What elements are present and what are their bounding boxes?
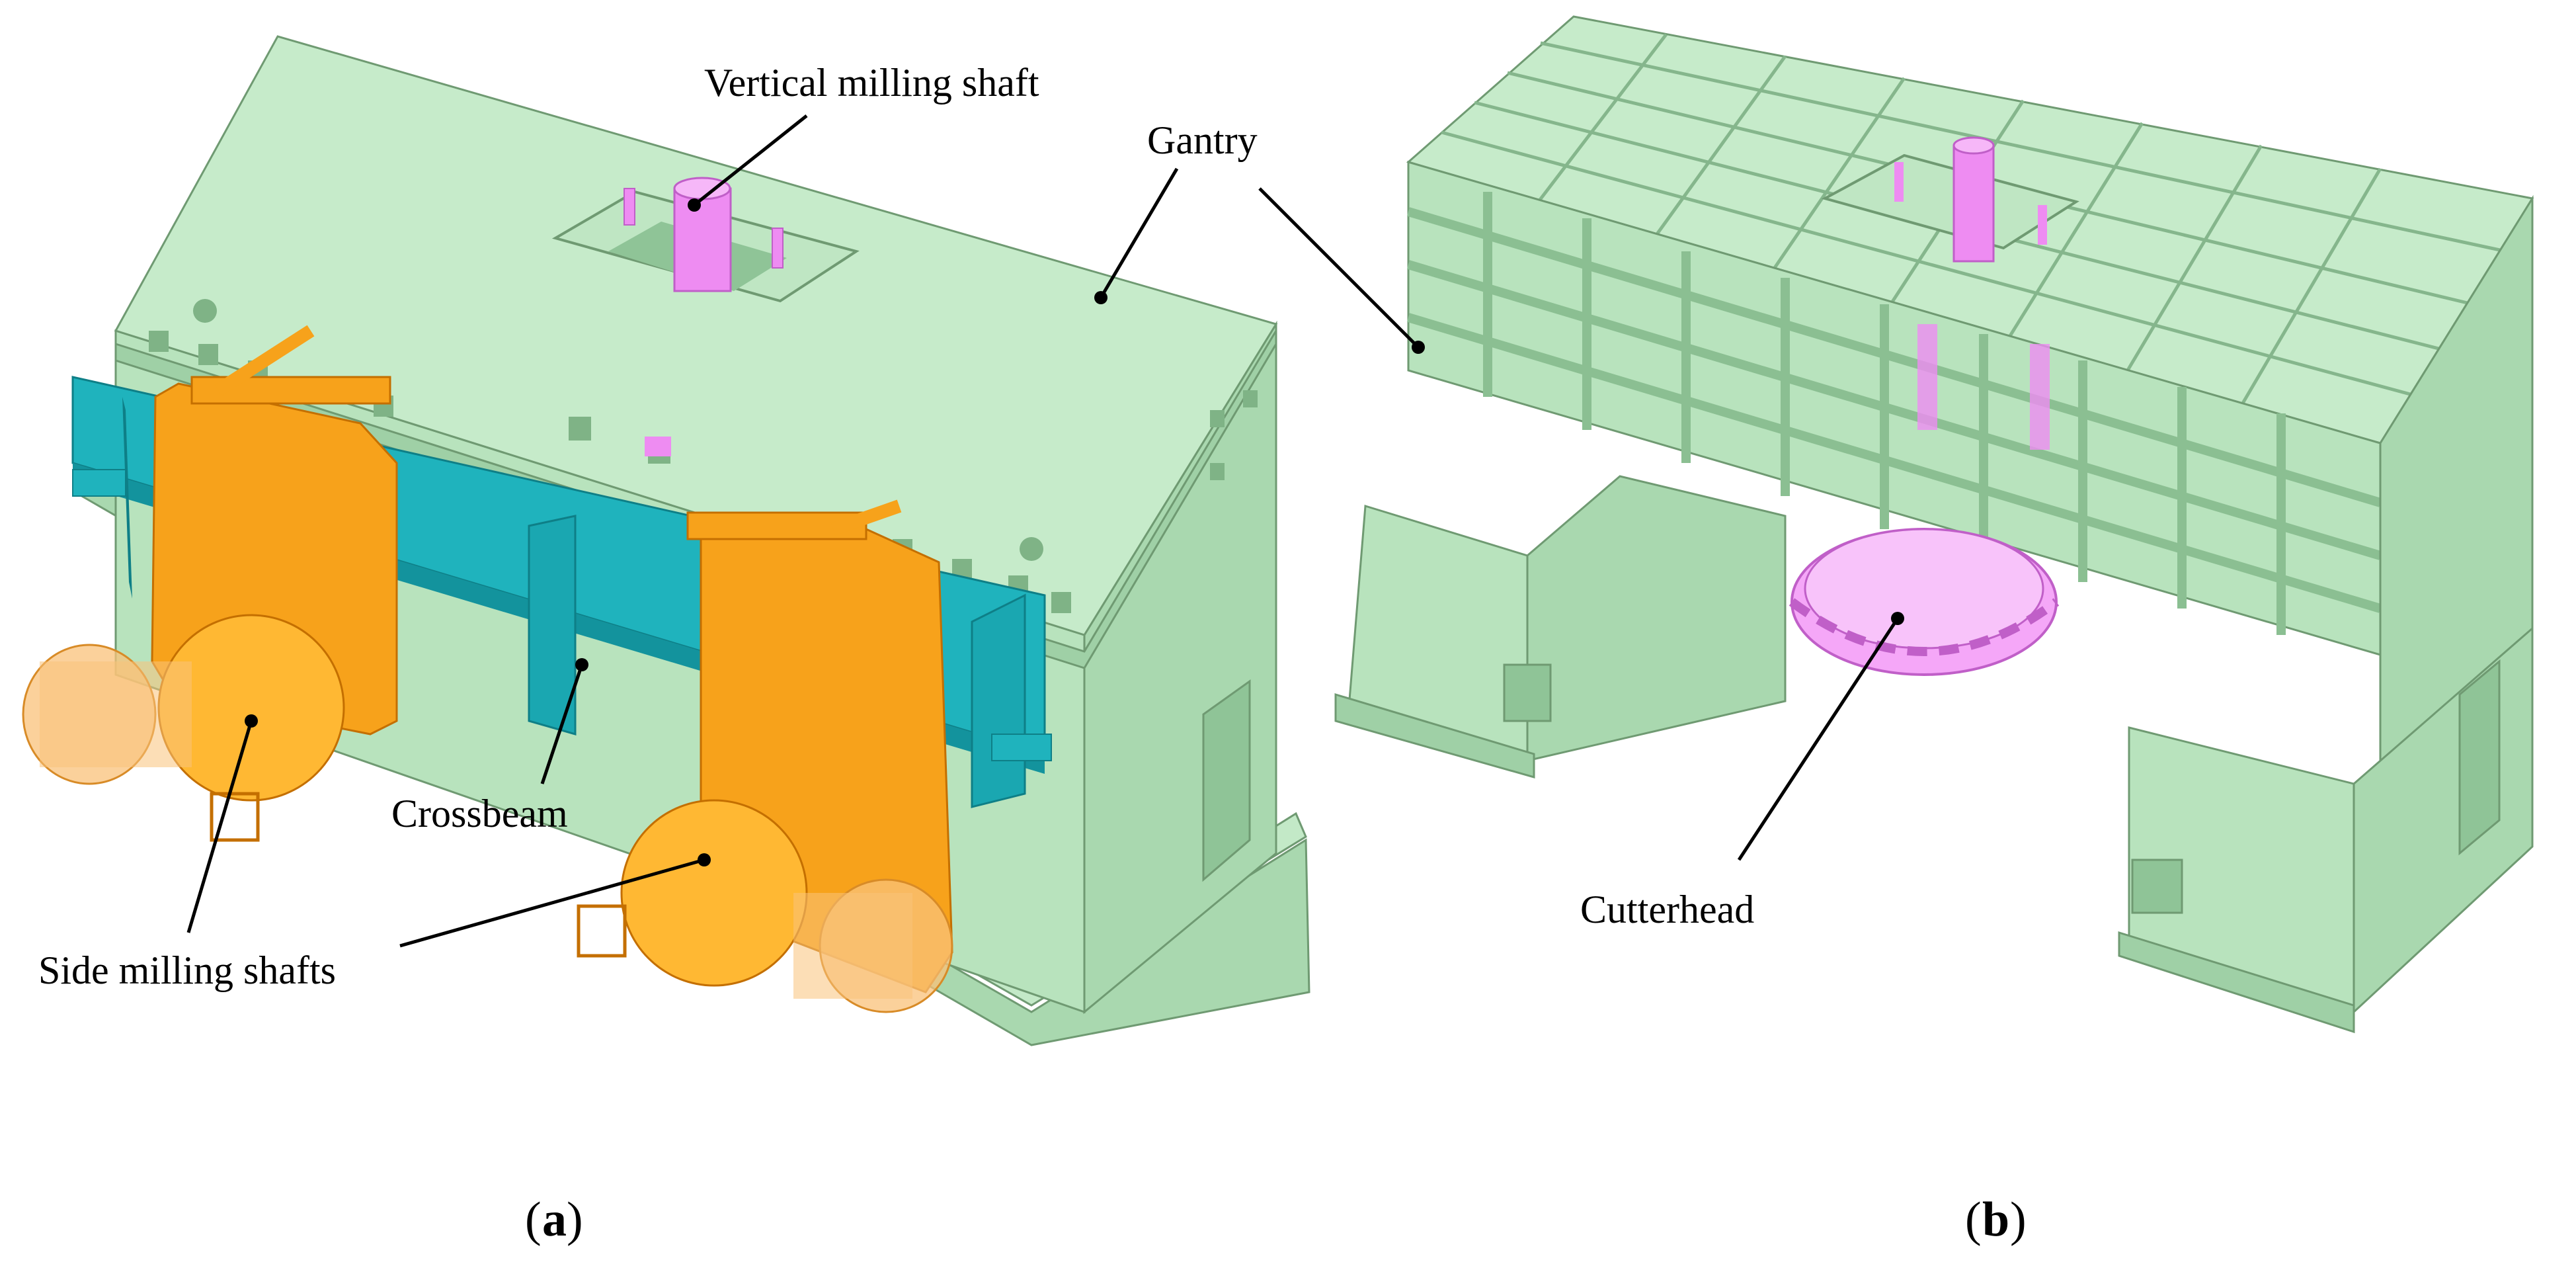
leader-side-shaft-left	[186, 720, 253, 933]
gantry-ledge-a	[114, 327, 1277, 669]
svg-text:): )	[567, 1193, 583, 1247]
leader-cutterhead	[1737, 617, 1900, 861]
crossbeam-clamp-a	[528, 515, 577, 736]
gantry-front-lattice-b	[1406, 192, 2382, 635]
leader-vertical-shaft	[693, 114, 808, 206]
leader-side-shaft-right	[399, 858, 705, 948]
side-window-b	[2458, 659, 2501, 856]
svg-text:): )	[2010, 1193, 2027, 1247]
leader-lines	[186, 114, 1904, 948]
vertical-milling-shaft-a	[624, 177, 784, 456]
label-crossbeam: Crossbeam	[391, 792, 568, 835]
left-leg-side-b	[1526, 475, 1787, 762]
svg-text:(: (	[525, 1193, 542, 1247]
label-cutterhead: Cutterhead	[1580, 888, 1754, 931]
gantry-top-grid-b	[1441, 33, 2507, 418]
caption-a: ( a )	[525, 1193, 583, 1247]
label-side-milling-shafts: Side milling shafts	[38, 948, 336, 992]
panel-a-model	[22, 35, 1310, 1046]
right-leg-base-b	[2118, 931, 2355, 1034]
panel-b-model	[1334, 15, 2534, 1034]
label-vertical-milling-shaft: Vertical milling shaft	[704, 61, 1039, 105]
caption-a-letter: a	[542, 1193, 567, 1247]
leader-crossbeam	[540, 664, 584, 784]
side-milling-head-left-a	[22, 325, 398, 842]
svg-text:(: (	[1965, 1193, 1982, 1247]
side-milling-head-right-a	[577, 499, 953, 1013]
top-cutout-b	[1821, 153, 2079, 250]
left-leg-window-b	[1503, 663, 1552, 722]
left-leg-base-b	[1334, 693, 1535, 778]
right-leg-window-b	[2131, 859, 2183, 914]
gantry-side-window-a	[1202, 679, 1251, 882]
leader-gantry-a	[1099, 167, 1179, 299]
caption-b-letter: b	[1982, 1193, 2009, 1247]
cutterhead-b	[1789, 528, 2060, 676]
leader-gantry-b	[1258, 187, 1420, 349]
caption-b: ( b )	[1965, 1193, 2027, 1247]
label-gantry: Gantry	[1147, 118, 1258, 162]
vertical-shaft-b	[1894, 136, 2050, 450]
